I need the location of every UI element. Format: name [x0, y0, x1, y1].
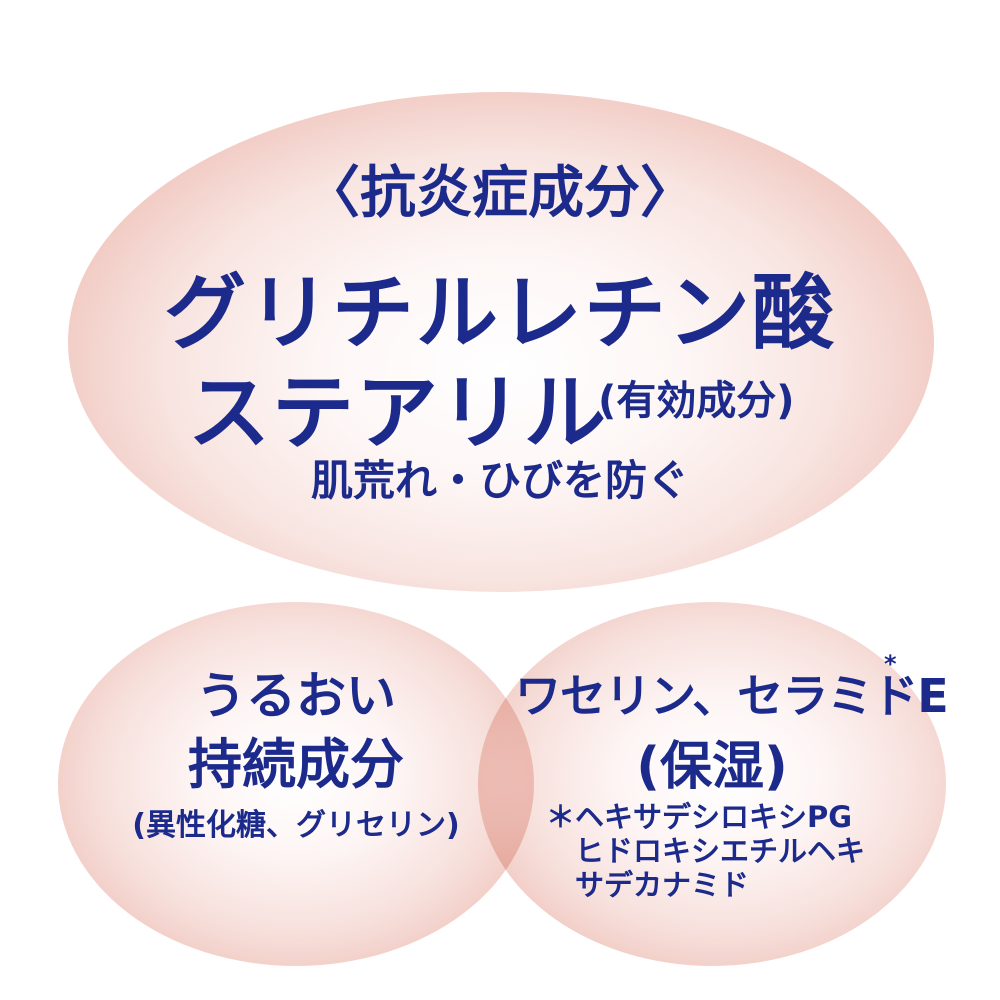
ingredient-category-label: 〈抗炎症成分〉 — [304, 161, 696, 226]
moisture-heading-line1: うるおい — [196, 667, 396, 725]
active-ingredient-note: (有効成分) — [598, 378, 795, 424]
moisturizer-purpose-label: (保湿) — [636, 737, 788, 797]
left-ingredient-oval — [58, 602, 534, 966]
top-ingredient-oval — [68, 92, 934, 592]
ceramide-footnote: ＊ヘキサデシロキシPG ヒドロキシエチルヘキ サデカナミド — [546, 800, 866, 902]
moisture-ingredients-note: (異性化糖、グリセリン) — [132, 808, 460, 843]
ingredient-effect-text: 肌荒れ・ひびを防ぐ — [310, 456, 689, 505]
right-ingredient-oval — [478, 602, 946, 966]
ingredient-name-line1: グリチルレチン酸 — [163, 266, 836, 361]
moisturizer-ingredients-heading: ワセリン、セラミドE — [515, 669, 949, 723]
moisture-heading-line2: 持続成分 — [188, 733, 404, 796]
footnote-marker: * — [884, 650, 897, 678]
ingredient-name-line2: ステアリル — [188, 366, 609, 461]
